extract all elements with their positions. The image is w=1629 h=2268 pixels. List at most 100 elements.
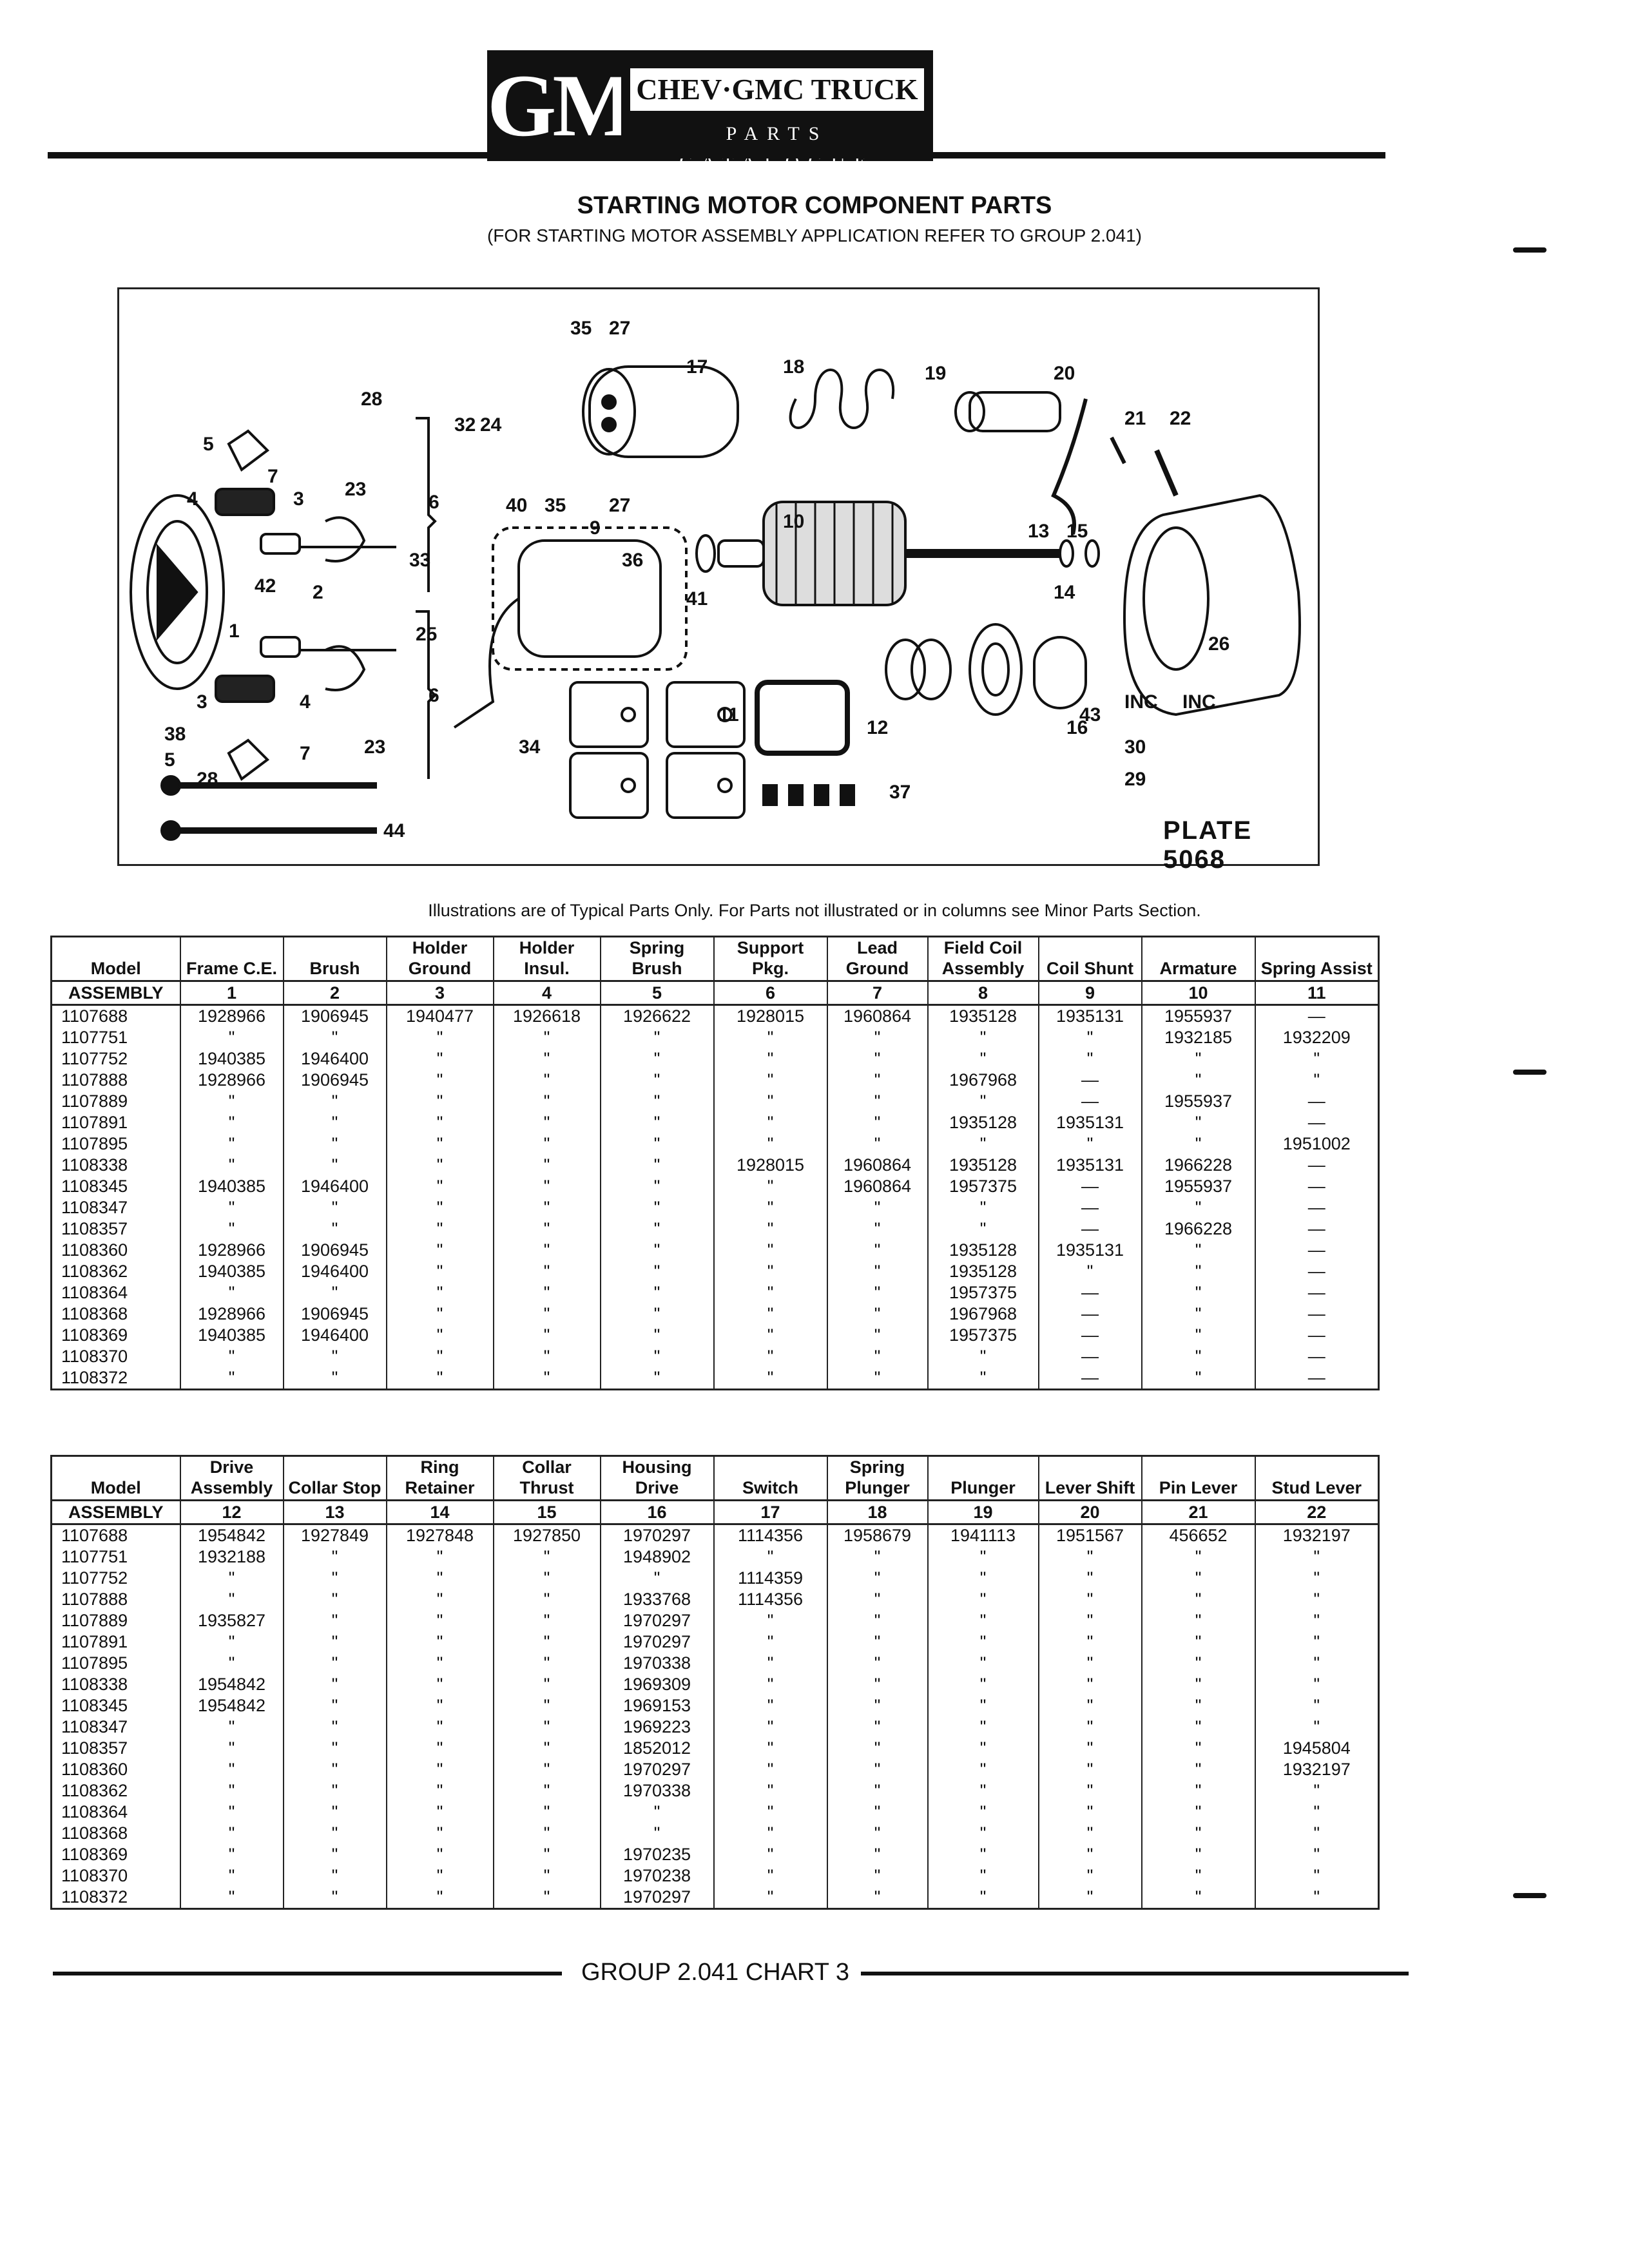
part-number-cell: " xyxy=(1037,1865,1142,1887)
part-number-cell: 1957375 xyxy=(927,1325,1039,1346)
part-callout-label: 2 xyxy=(313,582,323,603)
model-cell: 1108347 xyxy=(50,1716,180,1738)
part-number-cell: 1852012 xyxy=(599,1738,714,1759)
part-number-cell: 1114356 xyxy=(713,1524,827,1546)
part-number-cell: " xyxy=(713,1367,827,1390)
part-callout-label: 35 xyxy=(570,318,592,339)
part-number-cell: 1906945 xyxy=(282,1303,387,1325)
part-number-cell: " xyxy=(492,1112,601,1133)
part-number-cell: " xyxy=(826,1780,928,1802)
part-number-cell: " xyxy=(826,1303,928,1325)
part-number-cell: " xyxy=(1141,1695,1255,1716)
part-callout-label: 1 xyxy=(229,620,240,642)
column-header: Model xyxy=(50,936,180,981)
part-number-cell: " xyxy=(927,1610,1039,1631)
model-cell: 1107688 xyxy=(50,1524,180,1546)
part-number-cell: " xyxy=(713,1844,827,1865)
column-header: Spring Brush xyxy=(599,936,714,981)
part-number-cell: " xyxy=(1141,1546,1255,1568)
part-number-cell: " xyxy=(282,1027,387,1048)
part-number-cell: 1970297 xyxy=(599,1887,714,1910)
part-number-cell: 1906945 xyxy=(282,1240,387,1261)
part-number-cell: " xyxy=(1141,1802,1255,1823)
part-number-cell: — xyxy=(1254,1261,1380,1282)
column-header: Frame C.E. xyxy=(179,936,284,981)
part-number-cell: 1928966 xyxy=(179,1004,284,1027)
part-number-cell: " xyxy=(179,1823,284,1844)
part-callout-label: 35 xyxy=(545,495,566,516)
part-number-cell: 1970297 xyxy=(599,1759,714,1780)
part-number-cell: " xyxy=(1141,1261,1255,1282)
part-number-cell: " xyxy=(385,1589,494,1610)
part-number-cell: 1940385 xyxy=(179,1325,284,1346)
part-number-cell: " xyxy=(282,1674,387,1695)
model-cell: 1108338 xyxy=(50,1155,180,1176)
part-number-cell: " xyxy=(492,1133,601,1155)
table-row: 1108370""""1970238"""""" xyxy=(50,1865,1380,1887)
catalogue-header: GM CHEV·GMC TRUCK PARTS CATALOGUE xyxy=(487,50,933,173)
part-number-cell: " xyxy=(927,1589,1039,1610)
part-callout-label: 6 xyxy=(429,492,439,513)
part-number-cell: " xyxy=(1141,1780,1255,1802)
part-number-cell: " xyxy=(1141,1653,1255,1674)
part-callout-label: 30 xyxy=(1124,736,1146,758)
table-row: 1108360""""1970297"""""1932197 xyxy=(50,1759,1380,1780)
part-number-cell: " xyxy=(713,1197,827,1218)
part-callout-label: 11 xyxy=(718,704,739,726)
part-number-cell: " xyxy=(492,1823,601,1844)
part-callout-label: 28 xyxy=(361,389,382,410)
margin-mark xyxy=(1513,1070,1547,1075)
part-number-cell: " xyxy=(1141,1631,1255,1653)
column-header: Spring Plunger xyxy=(826,1455,928,1501)
part-number-cell: " xyxy=(492,1218,601,1240)
part-callout-label: 37 xyxy=(889,782,911,803)
part-number-cell: " xyxy=(826,1197,928,1218)
part-number-cell: " xyxy=(713,1261,827,1282)
part-number-cell: " xyxy=(282,1887,387,1910)
model-cell: 1108368 xyxy=(50,1823,180,1844)
column-header: Armature xyxy=(1141,936,1255,981)
part-number-cell: — xyxy=(1254,1176,1380,1197)
part-number-cell: " xyxy=(492,1674,601,1695)
part-number-cell: " xyxy=(282,1865,387,1887)
part-number-cell: " xyxy=(927,1346,1039,1367)
part-number-cell: " xyxy=(927,1844,1039,1865)
part-number-cell: " xyxy=(927,1367,1039,1390)
part-callout-label: 14 xyxy=(1054,582,1075,603)
part-number-cell: " xyxy=(1141,1887,1255,1910)
part-number-cell: " xyxy=(385,1844,494,1865)
part-number-cell: 1933768 xyxy=(599,1589,714,1610)
part-number-cell: " xyxy=(492,1070,601,1091)
part-number-cell: " xyxy=(179,1844,284,1865)
part-number-cell: " xyxy=(713,1865,827,1887)
part-number-cell: " xyxy=(1037,1887,1142,1910)
part-number-cell: 1935128 xyxy=(927,1112,1039,1133)
header-rule xyxy=(48,152,1385,159)
part-number-cell: " xyxy=(1037,1546,1142,1568)
model-cell: 1108345 xyxy=(50,1695,180,1716)
part-number-cell: " xyxy=(282,1546,387,1568)
part-number-cell: " xyxy=(927,1631,1039,1653)
part-number-cell: " xyxy=(713,1780,827,1802)
illustration-note: Illustrations are of Typical Parts Only.… xyxy=(428,901,1201,920)
part-number-cell: " xyxy=(1037,1610,1142,1631)
part-number-cell: 1928015 xyxy=(713,1155,827,1176)
part-number-cell: " xyxy=(179,1716,284,1738)
model-cell: 1107891 xyxy=(50,1631,180,1653)
part-number-cell: " xyxy=(713,1759,827,1780)
part-number-cell: " xyxy=(282,1823,387,1844)
column-header: Coil Shunt xyxy=(1037,936,1142,981)
part-number-cell: — xyxy=(1254,1155,1380,1176)
part-number-cell: " xyxy=(1254,1823,1380,1844)
part-number-cell: " xyxy=(599,1367,714,1390)
part-number-cell: " xyxy=(385,1091,494,1112)
part-callout-label: 19 xyxy=(925,363,946,384)
part-number-cell: 1941113 xyxy=(927,1524,1039,1546)
part-number-cell: " xyxy=(385,1027,494,1048)
part-number-cell: 1954842 xyxy=(179,1695,284,1716)
part-number-cell: " xyxy=(713,1325,827,1346)
